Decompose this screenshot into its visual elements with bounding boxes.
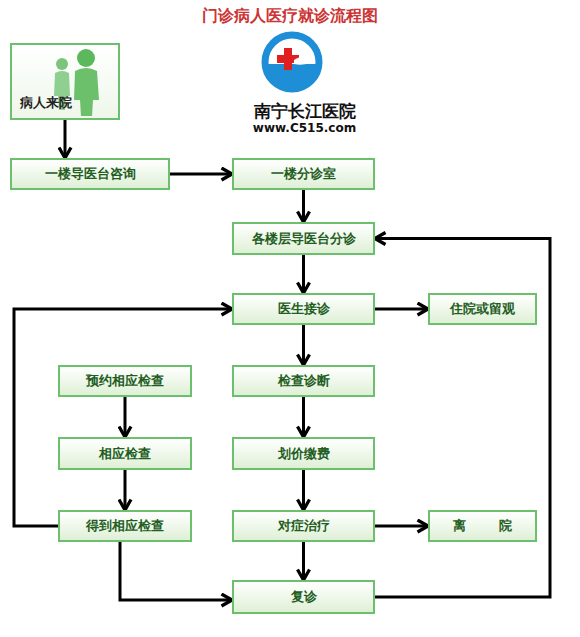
box-label: 病人来院 (20, 94, 72, 112)
process-box: 对症治疗 (232, 510, 375, 542)
flow-arrow (375, 308, 428, 311)
process-box: 一楼导医台咨询 (10, 158, 170, 190)
logo-ring (265, 35, 319, 89)
logo-wave (294, 56, 312, 64)
box-label: 各楼层导医台分诊 (252, 230, 356, 248)
logo-cross (277, 55, 299, 63)
process-box: 各楼层导医台分诊 (232, 222, 375, 255)
process-box: 医生接诊 (232, 293, 375, 325)
process-box: 住院或留观 (428, 293, 537, 325)
logo-cross (284, 48, 292, 70)
box-label: 离 院 (453, 517, 512, 535)
flow-arrow (302, 542, 305, 580)
flow-arrow (124, 470, 127, 510)
process-box: 得到相应检查 (58, 510, 192, 542)
box-label: 一楼导医台咨询 (45, 165, 136, 183)
flow-arrow (302, 470, 305, 510)
process-box: 预约相应检查 (58, 365, 192, 397)
start-box: 病人来院 (10, 43, 120, 120)
flow-arrow (375, 525, 428, 528)
flow-arrow (302, 397, 305, 437)
process-box: 检查诊断 (232, 365, 375, 397)
process-box: 离 院 (428, 510, 537, 542)
logo-base (265, 64, 319, 91)
flow-arrow (302, 190, 305, 222)
flow-arrow (302, 255, 305, 293)
box-label: 对症治疗 (278, 517, 330, 535)
flow-arrow (375, 239, 550, 598)
box-label: 医生接诊 (278, 300, 330, 318)
box-label: 住院或留观 (450, 300, 515, 318)
flow-arrow (170, 173, 232, 176)
box-label: 检查诊断 (278, 372, 330, 390)
process-box: 一楼分诊室 (232, 158, 375, 190)
flow-arrow (124, 397, 127, 437)
box-label: 一楼分诊室 (271, 165, 336, 183)
box-label: 划价缴费 (278, 445, 330, 463)
flow-arrow (302, 325, 305, 365)
process-box: 相应检查 (58, 437, 192, 470)
flow-arrow (64, 120, 67, 158)
process-box: 复诊 (232, 580, 375, 614)
box-label: 复诊 (291, 588, 317, 606)
hospital-logo (265, 35, 319, 91)
diagram-title: 门诊病人医疗就诊流程图 (0, 6, 580, 27)
process-box: 划价缴费 (232, 437, 375, 470)
logo-text: 南宁长江医院 (232, 100, 377, 123)
box-label: 得到相应检查 (86, 517, 164, 535)
box-label: 预约相应检查 (86, 372, 164, 390)
logo-text: www.C515.com (232, 121, 377, 135)
flow-arrow (120, 542, 232, 600)
box-label: 相应检查 (99, 445, 151, 463)
flow-arrow (14, 309, 232, 526)
